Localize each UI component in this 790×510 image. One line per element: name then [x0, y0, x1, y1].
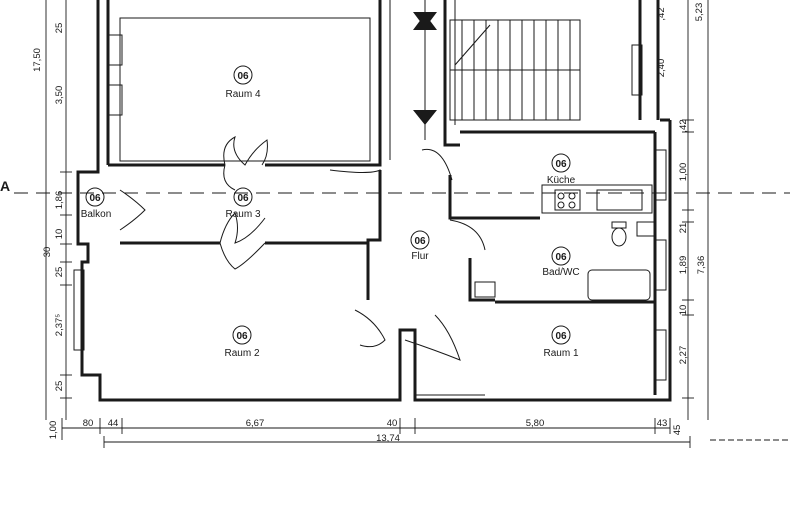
room-name: Küche	[547, 175, 576, 186]
room-label-raum4: 06 Raum 4	[225, 65, 261, 100]
room-name: Flur	[411, 251, 429, 262]
room-name: Balkon	[81, 209, 112, 220]
doors	[119, 135, 486, 396]
entry-markers	[413, 0, 437, 140]
dimension-chain-left: 17,50 3,50 1,86 10 30 25 2,37⁵ 25 25	[32, 0, 72, 420]
dimension-label: 80	[83, 418, 94, 429]
room-name: Bad/WC	[542, 267, 579, 278]
dimension-label: 25	[54, 381, 65, 392]
dimension-label: 43	[657, 418, 668, 429]
dimension-label: 45	[672, 425, 683, 436]
dimension-label: 10	[678, 305, 689, 316]
dimension-label: 40	[387, 418, 398, 429]
windows	[73, 34, 667, 381]
kitchen-fixtures	[541, 184, 653, 214]
dimension-label: ,42	[656, 7, 667, 20]
room-badge: 06	[237, 71, 249, 82]
dimension-label: 25	[54, 267, 65, 278]
dimension-label: 2,27	[678, 346, 689, 365]
room-badge: 06	[555, 159, 567, 170]
room-name: Raum 2	[224, 348, 259, 359]
room-name: Raum 1	[543, 348, 578, 359]
dimension-label: 13,74	[376, 433, 400, 444]
section-marker: A	[0, 178, 10, 194]
dimension-chain-bottom: 80 44 6,67 40 5,80 43 45 13,74 1,00	[48, 418, 691, 448]
interior-walls	[108, 0, 657, 395]
room-badge: 06	[555, 331, 567, 342]
room-name: Raum 4	[225, 89, 260, 100]
room-badge: 06	[89, 193, 101, 204]
dimension-label: 5,80	[526, 418, 545, 429]
dimension-label: 30	[42, 247, 53, 258]
room-label-flur: 06 Flur	[410, 230, 430, 262]
dimension-label: 1,86	[54, 191, 65, 210]
outer-walls	[76, 0, 672, 402]
dimension-label: 2,37⁵	[54, 314, 65, 336]
room-label-badwc: 06 Bad/WC	[542, 246, 580, 278]
dimension-label: 44	[108, 418, 119, 429]
dimension-label: ,42	[678, 119, 689, 132]
dimension-label: 1,00	[48, 421, 59, 440]
room-name: Raum 3	[225, 209, 260, 220]
room-badge: 06	[414, 236, 426, 247]
staircase	[449, 19, 581, 121]
dimension-label: 1,89	[678, 256, 689, 275]
room-badge: 06	[237, 193, 249, 204]
dimension-label: 10	[54, 229, 65, 240]
room-label-raum1: 06 Raum 1	[543, 325, 579, 359]
room-label-balkon: 06 Balkon	[81, 187, 112, 220]
dimension-label: 2,40	[656, 59, 667, 78]
room-label-raum3: 06 Raum 3	[225, 187, 261, 220]
dimension-label: 25	[54, 23, 65, 34]
dimension-label: 1,00	[678, 163, 689, 182]
room-label-kueche: 06 Küche	[547, 153, 576, 186]
dimension-label: 7,36	[696, 256, 707, 275]
dimension-label: 17,50	[32, 48, 43, 72]
dimension-label: 3,50	[54, 86, 65, 105]
room-badge: 06	[236, 331, 248, 342]
room-badge: 06	[555, 252, 567, 263]
dimension-chain-right: 5,23 ,42 2,40 ,42 1,00 21 1,89 7,36 10 2…	[656, 0, 709, 420]
room-label-raum2: 06 Raum 2	[224, 325, 260, 359]
dimension-label: 6,67	[246, 418, 265, 429]
bathroom-fixtures	[474, 221, 656, 301]
dimension-label: 21	[678, 223, 689, 234]
dimension-label: 5,23	[694, 3, 705, 22]
